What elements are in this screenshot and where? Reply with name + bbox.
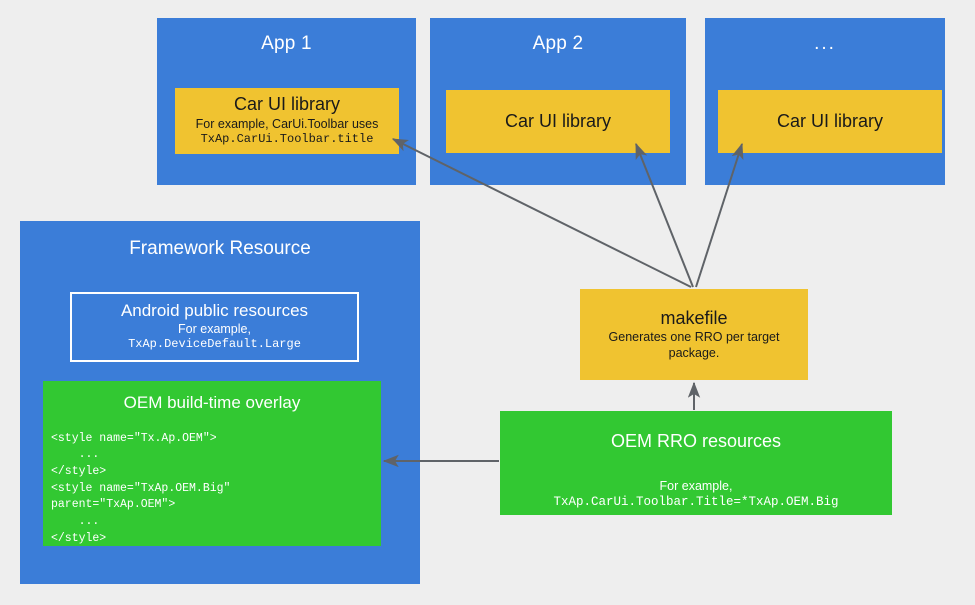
app-2-car-ui-library-title: Car UI library: [504, 111, 611, 132]
makefile-box: makefile Generates one RRO per target pa…: [580, 289, 808, 380]
app-1-car-ui-library: Car UI library For example, CarUi.Toolba…: [175, 88, 399, 154]
makefile-subtitle: Generates one RRO per target package.: [608, 330, 780, 360]
oem-build-time-overlay-box: OEM build-time overlay <style name="Tx.A…: [43, 381, 381, 546]
app-3-car-ui-library-title: Car UI library: [776, 111, 883, 132]
oem-rro-resources-subtitle: For example,: [659, 478, 733, 493]
oem-build-time-overlay-code: <style name="Tx.Ap.OEM"> ... </style> <s…: [51, 431, 231, 545]
app-panel-1-title: App 1: [261, 33, 312, 54]
oem-build-time-overlay-title: OEM build-time overlay: [123, 393, 301, 412]
android-public-resources-title: Android public resources: [120, 301, 309, 321]
app-panel-3-title: ...: [814, 33, 836, 54]
app-panel-2-title: App 2: [532, 33, 584, 54]
oem-rro-resources-box: OEM RRO resources For example, TxAp.CarU…: [500, 411, 892, 515]
android-public-resources-code: TxAp.DeviceDefault.Large: [128, 336, 301, 351]
app-3-car-ui-library: Car UI library: [718, 90, 942, 153]
app-1-car-ui-library-subtitle: For example, CarUi.Toolbar uses: [195, 116, 379, 131]
oem-rro-resources-title: OEM RRO resources: [610, 431, 782, 451]
framework-resource-title: Framework Resource: [129, 238, 311, 259]
app-1-car-ui-library-code: TxAp.CarUi.Toolbar.title: [200, 132, 374, 147]
android-public-resources-box: Android public resources For example, Tx…: [70, 292, 359, 362]
app-2-car-ui-library: Car UI library: [446, 90, 670, 153]
app-1-car-ui-library-title: Car UI library: [233, 94, 340, 115]
oem-rro-resources-code: TxAp.CarUi.Toolbar.Title=*TxAp.OEM.Big: [553, 494, 839, 509]
makefile-title: makefile: [660, 307, 728, 328]
android-public-resources-subtitle: For example,: [178, 321, 251, 336]
